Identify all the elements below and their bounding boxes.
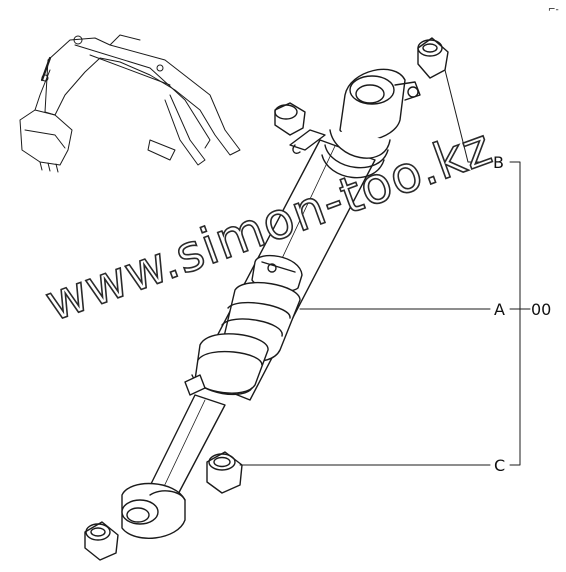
callout-group-label: 00 xyxy=(531,300,552,319)
callout-label-b: B xyxy=(493,153,504,172)
bushing-bottom-left xyxy=(84,521,119,561)
corner-mark: ⌐- xyxy=(548,5,559,15)
excavator-thumbnail xyxy=(19,34,241,173)
leader-lines xyxy=(239,69,531,466)
bushing-b xyxy=(417,37,449,79)
callout-label-a: A xyxy=(494,300,505,319)
rod-eye xyxy=(121,482,186,539)
bushing-c xyxy=(206,451,243,494)
cylinder-gland xyxy=(184,282,301,396)
bushing-upper-left xyxy=(274,102,306,136)
cylinder-head-eye xyxy=(289,68,421,179)
callout-label-c: C xyxy=(494,456,506,475)
